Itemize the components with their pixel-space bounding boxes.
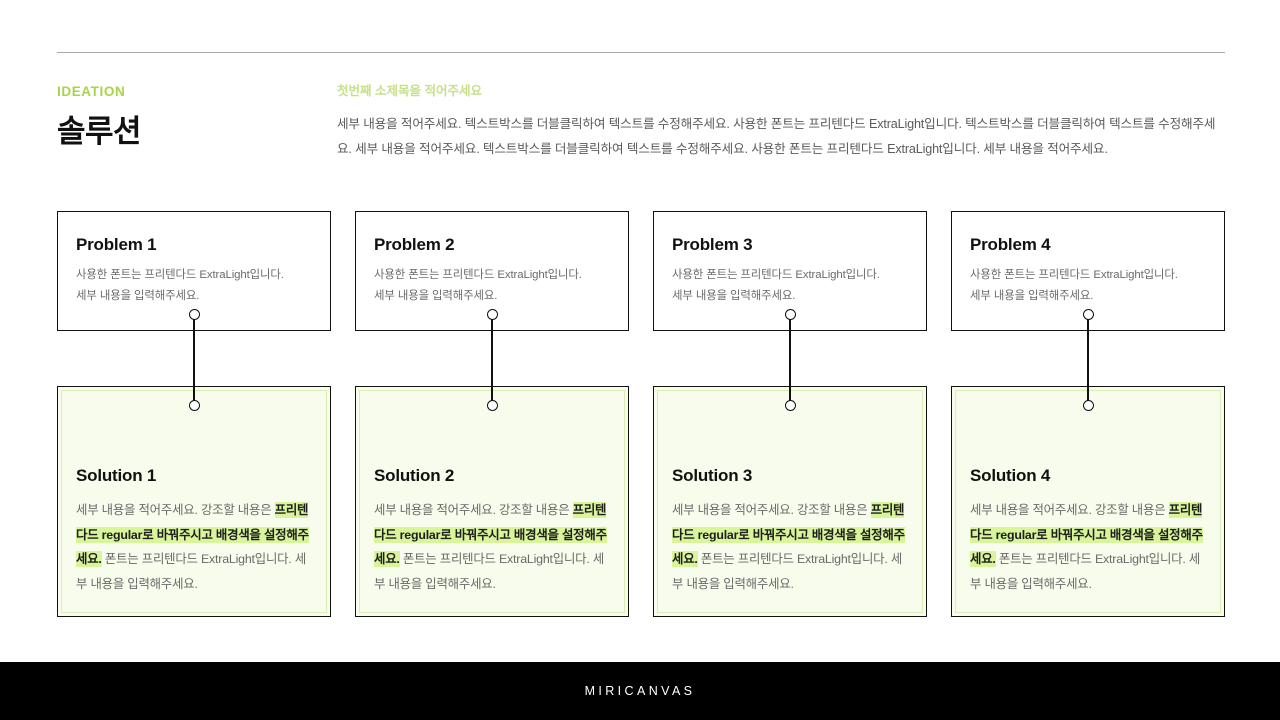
solution-text-before: 세부 내용을 적어주세요. 강조할 내용은 [76,503,275,517]
solution-card-2[interactable]: Solution 2 세부 내용을 적어주세요. 강조할 내용은 프리텐다드 r… [355,386,629,617]
solution-card-3[interactable]: Solution 3 세부 내용을 적어주세요. 강조할 내용은 프리텐다드 r… [653,386,927,617]
solution-text: 세부 내용을 적어주세요. 강조할 내용은 프리텐다드 regular로 바꿔주… [374,498,612,596]
problem-title: Problem 3 [672,235,753,254]
problem-line-2: 세부 내용을 입력해주세요. [970,290,1094,302]
solution-text: 세부 내용을 적어주세요. 강조할 내용은 프리텐다드 regular로 바꿔주… [672,498,910,596]
solution-title: Solution 4 [970,466,1051,485]
solution-card-4[interactable]: Solution 4 세부 내용을 적어주세요. 강조할 내용은 프리텐다드 r… [951,386,1225,617]
problem-line-2: 세부 내용을 입력해주세요. [76,290,200,302]
solution-text-after: 폰트는 프리텐다드 ExtraLight입니다. 세부 내용을 입력해주세요. [76,552,307,591]
solution-body: Solution 1 세부 내용을 적어주세요. 강조할 내용은 프리텐다드 r… [76,465,314,596]
intro-body-text[interactable]: 세부 내용을 적어주세요. 텍스트박스를 더블클릭하여 텍스트를 수정해주세요.… [337,117,1216,156]
section-eyebrow-label: IDEATION [57,84,126,99]
problem-card-2[interactable]: Problem 2 사용한 폰트는 프리텐다드 ExtraLight입니다. 세… [355,211,629,331]
problem-line-2: 세부 내용을 입력해주세요. [672,290,796,302]
solution-text-after: 폰트는 프리텐다드 ExtraLight입니다. 세부 내용을 입력해주세요. [374,552,605,591]
problem-line-1: 사용한 폰트는 프리텐다드 ExtraLight입니다. [672,269,880,281]
solution-text-before: 세부 내용을 적어주세요. 강조할 내용은 [970,503,1169,517]
problem-card-3[interactable]: Problem 3 사용한 폰트는 프리텐다드 ExtraLight입니다. 세… [653,211,927,331]
solution-card-1[interactable]: Solution 1 세부 내용을 적어주세요. 강조할 내용은 프리텐다드 r… [57,386,331,617]
intro-subtitle[interactable]: 첫번째 소제목을 적어주세요 [337,84,482,98]
problem-title: Problem 1 [76,235,157,254]
problem-card-1[interactable]: Problem 1 사용한 폰트는 프리텐다드 ExtraLight입니다. 세… [57,211,331,331]
solution-title: Solution 3 [672,466,753,485]
intro-block: 첫번째 소제목을 적어주세요 세부 내용을 적어주세요. 텍스트박스를 더블클릭… [337,84,1230,162]
problem-lines: 사용한 폰트는 프리텐다드 ExtraLight입니다. 세부 내용을 입력해주… [654,256,926,307]
problem-lines: 사용한 폰트는 프리텐다드 ExtraLight입니다. 세부 내용을 입력해주… [952,256,1224,307]
page-title[interactable]: 솔루션 [57,114,142,149]
problem-title: Problem 4 [970,235,1051,254]
problem-line-1: 사용한 폰트는 프리텐다드 ExtraLight입니다. [76,269,284,281]
footer-bar: MIRICANVAS [0,662,1280,720]
problem-lines: 사용한 폰트는 프리텐다드 ExtraLight입니다. 세부 내용을 입력해주… [356,256,628,307]
solution-body: Solution 4 세부 내용을 적어주세요. 강조할 내용은 프리텐다드 r… [970,465,1208,596]
solution-body: Solution 2 세부 내용을 적어주세요. 강조할 내용은 프리텐다드 r… [374,465,612,596]
problem-title: Problem 2 [374,235,455,254]
solution-text-before: 세부 내용을 적어주세요. 강조할 내용은 [672,503,871,517]
solution-text-before: 세부 내용을 적어주세요. 강조할 내용은 [374,503,573,517]
problem-lines: 사용한 폰트는 프리텐다드 ExtraLight입니다. 세부 내용을 입력해주… [58,256,330,307]
solution-title: Solution 2 [374,466,455,485]
brand-wordmark: MIRICANVAS [584,684,696,698]
slide-header: IDEATION 솔루션 첫번째 소제목을 적어주세요 세부 내용을 적어주세요… [0,84,1280,164]
solution-text-after: 폰트는 프리텐다드 ExtraLight입니다. 세부 내용을 입력해주세요. [672,552,903,591]
problem-line-1: 사용한 폰트는 프리텐다드 ExtraLight입니다. [970,269,1178,281]
solution-text: 세부 내용을 적어주세요. 강조할 내용은 프리텐다드 regular로 바꿔주… [76,498,314,596]
solution-text: 세부 내용을 적어주세요. 강조할 내용은 프리텐다드 regular로 바꿔주… [970,498,1208,596]
problem-line-2: 세부 내용을 입력해주세요. [374,290,498,302]
solution-text-after: 폰트는 프리텐다드 ExtraLight입니다. 세부 내용을 입력해주세요. [970,552,1201,591]
title-block: IDEATION 솔루션 [57,84,307,151]
problem-card-4[interactable]: Problem 4 사용한 폰트는 프리텐다드 ExtraLight입니다. 세… [951,211,1225,331]
top-divider [57,52,1225,53]
solution-title: Solution 1 [76,466,157,485]
solution-body: Solution 3 세부 내용을 적어주세요. 강조할 내용은 프리텐다드 r… [672,465,910,596]
problem-line-1: 사용한 폰트는 프리텐다드 ExtraLight입니다. [374,269,582,281]
